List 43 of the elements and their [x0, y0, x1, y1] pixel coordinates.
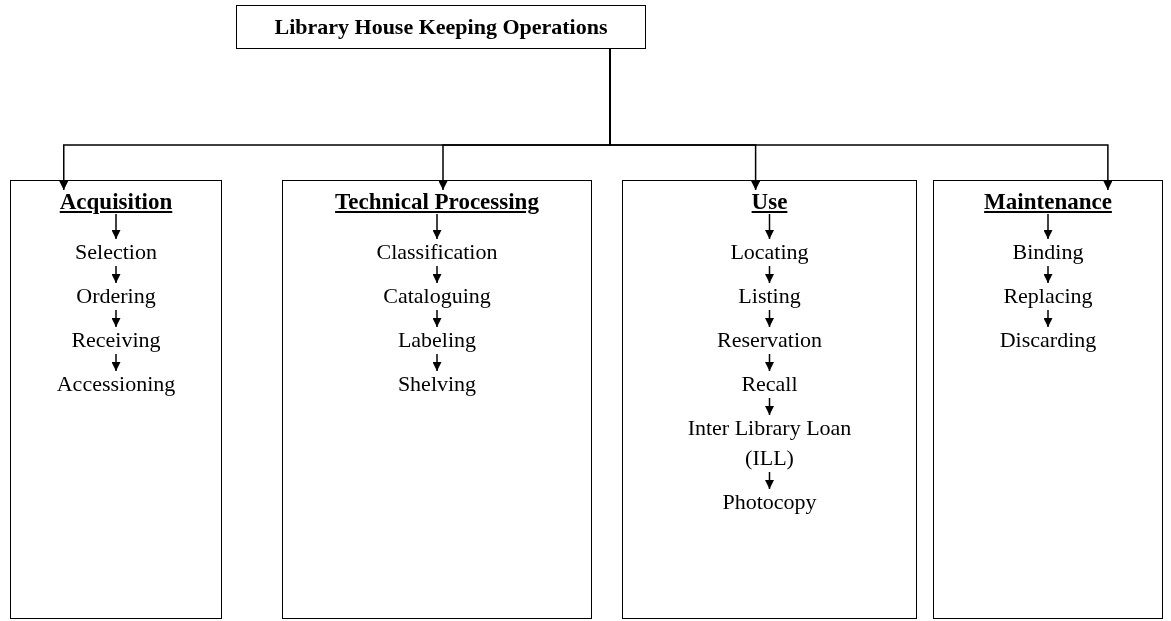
arrow [432, 213, 442, 240]
step-label: Ordering [76, 281, 156, 311]
step-label: Cataloguing [383, 281, 491, 311]
arrow [1043, 265, 1053, 284]
step-label: Receiving [71, 325, 161, 355]
step-label: Replacing [1003, 281, 1093, 311]
step-label: Classification [376, 237, 498, 267]
category-heading: Technical Processing [335, 189, 539, 215]
arrow [765, 353, 774, 372]
arrow [765, 471, 774, 490]
title-box: Library House Keeping Operations [236, 5, 646, 49]
category-panel [622, 180, 917, 619]
step-label: Binding [1012, 237, 1084, 267]
arrow [111, 213, 121, 240]
step-label: Reservation [716, 325, 823, 355]
step-label: Labeling [397, 325, 477, 355]
category-panel [933, 180, 1163, 619]
step-label: Photocopy [722, 487, 817, 517]
arrow [111, 353, 121, 372]
step-label: Shelving [397, 369, 477, 399]
arrow [111, 309, 121, 328]
category-heading: Use [751, 189, 788, 215]
step-label: Listing [738, 281, 801, 311]
arrow [765, 309, 774, 328]
category-heading: Maintenance [984, 189, 1112, 215]
step-label: Recall [741, 369, 798, 399]
step-label: Selection [75, 237, 157, 267]
step-label: Inter Library Loan (ILL) [669, 413, 870, 473]
arrow [765, 265, 774, 284]
arrow [765, 397, 774, 416]
arrow [1043, 309, 1053, 328]
category-panel [10, 180, 222, 619]
arrow [432, 309, 442, 328]
category-heading: Acquisition [59, 189, 173, 215]
arrow [432, 353, 442, 372]
arrow [432, 265, 442, 284]
category-panel [282, 180, 592, 619]
step-label: Discarding [999, 325, 1097, 355]
arrow [765, 213, 774, 240]
step-label: Accessioning [56, 369, 176, 399]
arrow [1043, 213, 1053, 240]
arrow [111, 265, 121, 284]
step-label: Locating [730, 237, 809, 267]
